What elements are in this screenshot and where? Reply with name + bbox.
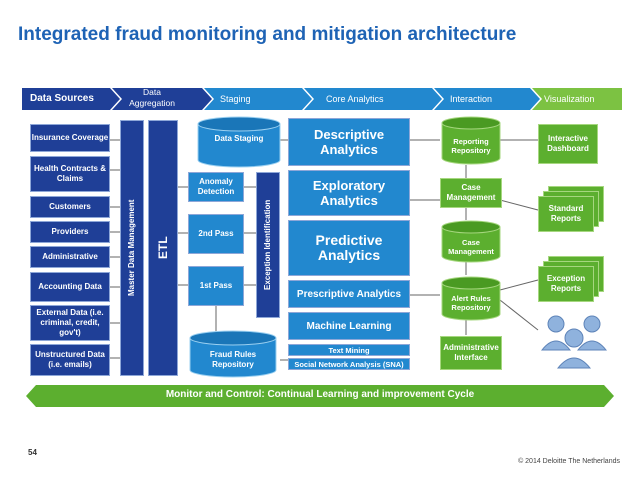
stage-label-data-sources: Data Sources — [30, 93, 94, 104]
data-staging-cylinder — [197, 116, 281, 168]
users-icon — [540, 315, 608, 369]
source-accounting-data: Accounting Data — [30, 272, 110, 302]
anomaly-detection: Anomaly Detection — [188, 172, 244, 202]
page-title: Integrated fraud monitoring and mitigati… — [18, 24, 517, 45]
stage-label-core-analytics: Core Analytics — [326, 94, 384, 104]
source-providers: Providers — [30, 221, 110, 243]
source-external-data: External Data (i.e. criminal, credit, go… — [30, 305, 110, 341]
cycle-bar-label: Monitor and Control: Continual Learning … — [165, 389, 475, 400]
predictive-analytics: Predictive Analytics — [288, 220, 410, 276]
stage-label-data-aggregation: Data Aggregation — [129, 87, 175, 108]
stage-label-interaction: Interaction — [450, 94, 493, 104]
stage-chevron-visualization — [532, 88, 622, 110]
stage-label-staging: Staging — [220, 94, 251, 104]
administrative-interface: Administrative Interface — [440, 336, 502, 370]
stage-chevron-data-sources — [22, 88, 120, 110]
case-management-cylinder — [441, 220, 501, 263]
source-customers: Customers — [30, 196, 110, 218]
stage-header-band — [22, 88, 622, 110]
prescriptive-analytics: Prescriptive Analytics — [288, 280, 410, 308]
fraud-rules-cylinder — [189, 330, 277, 378]
exploratory-analytics: Exploratory Analytics — [288, 170, 410, 216]
reporting-repository-label: Reporting Repository — [451, 137, 491, 155]
social-network-analysis: Social Network Analysis (SNA) — [288, 358, 410, 370]
stage-chevron-staging — [204, 88, 312, 110]
source-unstructured-data: Unstructured Data (i.e. emails) — [30, 344, 110, 376]
machine-learning: Machine Learning — [288, 312, 410, 340]
page-number: 54 — [28, 448, 37, 457]
alert-rules-cylinder — [441, 276, 501, 321]
copyright: © 2014 Deloitte The Netherlands — [518, 458, 620, 465]
fraud-rules-label: Fraud Rules Repository — [209, 350, 257, 369]
case-management-box: Case Management — [440, 178, 502, 208]
stage-chevron-data-aggregation — [112, 88, 212, 110]
exception-identification: Exception Identification — [256, 172, 280, 318]
descriptive-analytics: Descriptive Analytics — [288, 118, 410, 166]
second-pass: 2nd Pass — [188, 214, 244, 254]
master-data-management: Master Data Management — [120, 120, 144, 376]
cycle-bar — [26, 385, 614, 407]
interactive-dashboard: Interactive Dashboard — [538, 124, 598, 164]
source-health-contracts-claims: Health Contracts & Claims — [30, 156, 110, 192]
alert-rules-label: Alert Rules Repository — [451, 294, 491, 312]
first-pass: 1st Pass — [188, 266, 244, 306]
source-administrative: Administrative — [30, 246, 110, 268]
stage-chevron-core-analytics — [304, 88, 442, 110]
case-management-db-label: Case Management — [448, 238, 494, 256]
stage-label-visualization: Visualization — [544, 94, 595, 104]
text-mining: Text Mining — [288, 344, 410, 356]
source-insurance-coverage: Insurance Coverage — [30, 124, 110, 152]
reporting-repository-cylinder — [441, 116, 501, 165]
stage-chevron-interaction — [434, 88, 540, 110]
data-staging-label: Data Staging — [214, 134, 264, 143]
standard-reports: Standard Reports — [538, 196, 594, 232]
etl-block: ETL — [148, 120, 178, 376]
exception-reports: Exception Reports — [538, 266, 594, 302]
